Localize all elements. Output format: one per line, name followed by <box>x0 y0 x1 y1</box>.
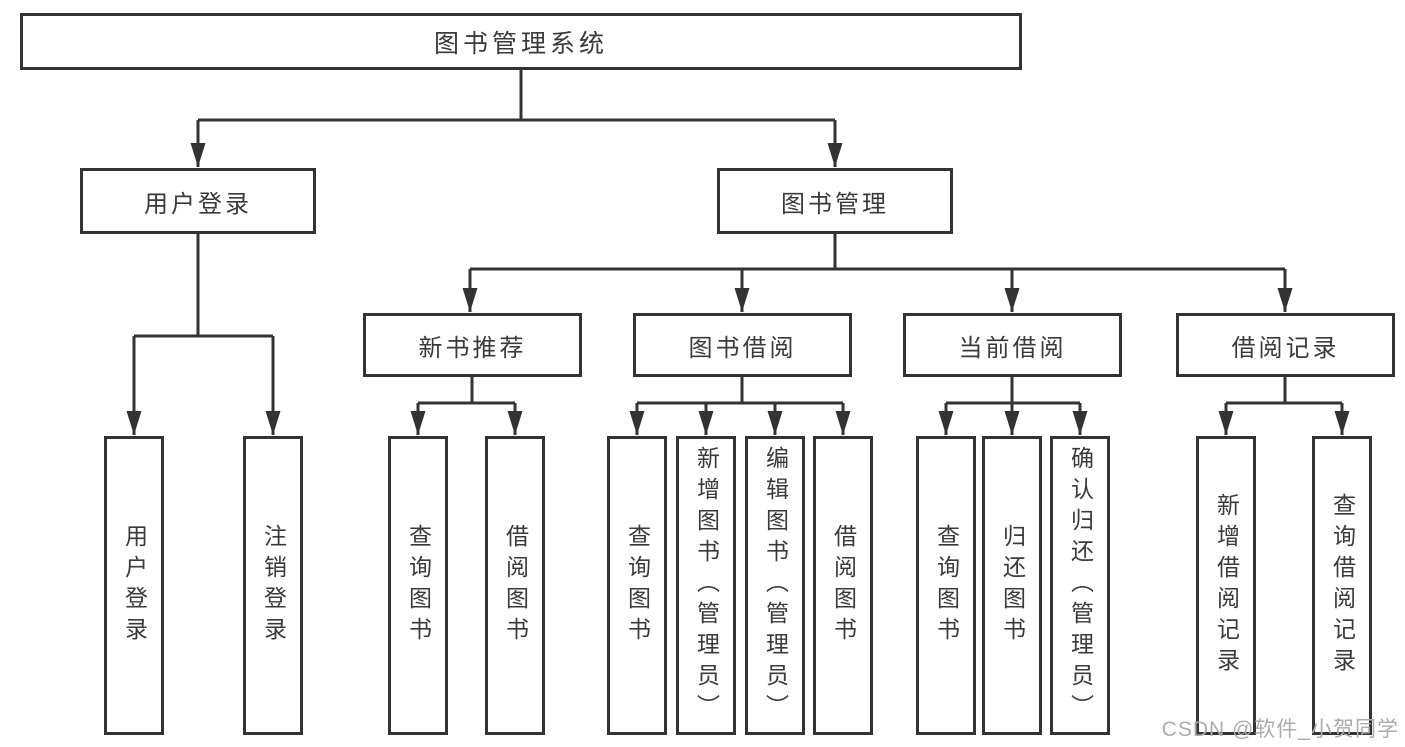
leaf-return-books: 归还图书 <box>982 436 1042 735</box>
node-label: 查询图书 <box>405 523 432 648</box>
leaf-borrow-books: 借阅图书 <box>813 436 873 735</box>
node-book-management: 图书管理 <box>717 168 953 234</box>
node-label: 查询借阅记录 <box>1329 492 1356 679</box>
node-book-borrowing: 图书借阅 <box>633 313 852 377</box>
node-label: 注销登录 <box>260 523 287 648</box>
leaf-query-books-borrow: 查询图书 <box>607 436 667 735</box>
node-label: 编辑图书（管理员） <box>762 446 789 725</box>
node-label: 查询图书 <box>933 523 960 648</box>
node-current-borrowing: 当前借阅 <box>903 313 1122 377</box>
leaf-user-login: 用户登录 <box>104 436 164 735</box>
node-label: 图书借阅 <box>688 334 797 362</box>
node-label: 借阅记录 <box>1231 334 1340 362</box>
leaf-query-books-recommend: 查询图书 <box>388 436 448 735</box>
node-label: 当前借阅 <box>958 334 1067 362</box>
leaf-edit-books-admin: 编辑图书（管理员） <box>745 436 805 735</box>
leaf-query-borrow-record: 查询借阅记录 <box>1312 436 1372 735</box>
node-library-management-system: 图书管理系统 <box>20 13 1022 70</box>
node-label: 图书管理 <box>781 190 889 218</box>
node-label: 确认归还（管理员） <box>1067 446 1094 725</box>
leaf-logout: 注销登录 <box>243 436 303 735</box>
node-user-login: 用户登录 <box>80 168 316 234</box>
leaf-add-books-admin: 新增图书（管理员） <box>676 436 736 735</box>
node-label: 新增图书（管理员） <box>693 446 720 725</box>
leaf-borrow-books-recommend: 借阅图书 <box>485 436 545 735</box>
node-label: 新书推荐 <box>418 334 527 362</box>
node-label: 查询图书 <box>624 523 651 648</box>
csdn-watermark: CSDN @软件_小贺同学 <box>1161 718 1399 741</box>
node-label: 归还图书 <box>999 523 1026 648</box>
leaf-confirm-return-admin: 确认归还（管理员） <box>1050 436 1110 735</box>
leaf-query-books-current: 查询图书 <box>916 436 976 735</box>
node-label: 借阅图书 <box>830 523 857 648</box>
node-new-book-recommendation: 新书推荐 <box>363 313 582 377</box>
leaf-add-borrow-record: 新增借阅记录 <box>1196 436 1256 735</box>
node-label: 新增借阅记录 <box>1213 492 1240 679</box>
node-label: 用户登录 <box>144 190 252 218</box>
node-borrowing-records: 借阅记录 <box>1176 313 1395 377</box>
node-label: 图书管理系统 <box>433 29 608 58</box>
node-label: 借阅图书 <box>502 523 529 648</box>
node-label: 用户登录 <box>121 523 148 648</box>
